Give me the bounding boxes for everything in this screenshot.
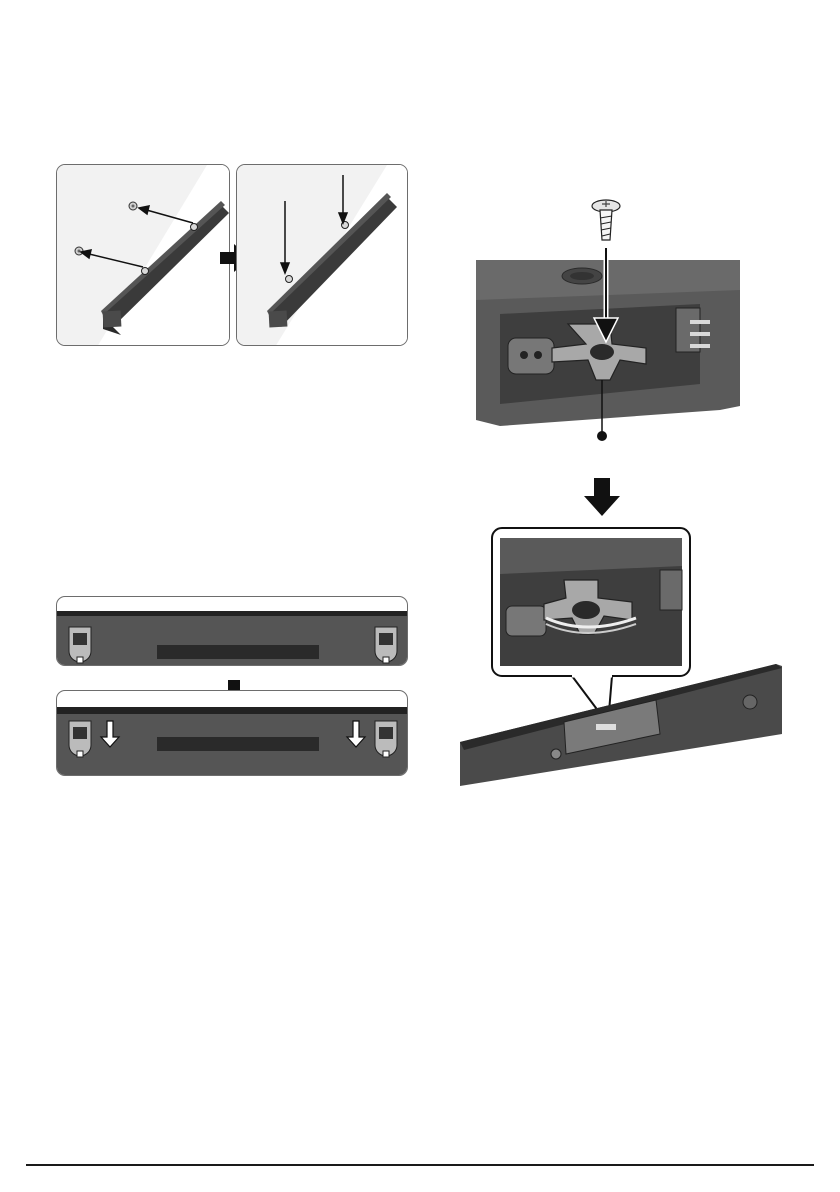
- slide-brackets-figure: [56, 596, 408, 776]
- bracket-icon: [375, 627, 397, 663]
- arrow-down-icon: [584, 478, 620, 516]
- soundbar-icon: [460, 664, 782, 786]
- bracket-icon: [69, 721, 91, 757]
- mount-soundbar-figure: [56, 164, 408, 346]
- soundbar-after-illustration: [237, 165, 408, 346]
- connector-panel-closeup: [476, 248, 740, 441]
- bracket-panel-after: [56, 690, 408, 776]
- soundbar-back-before: [57, 597, 408, 666]
- screw-icon: [592, 200, 620, 240]
- page-bottom-rule: [26, 1164, 814, 1166]
- step-panel-after: [236, 164, 408, 346]
- step-panel-before: [56, 164, 230, 346]
- bracket-icon: [375, 721, 397, 757]
- cable-holder-figure: [460, 194, 782, 786]
- bracket-panel-before: [56, 596, 408, 666]
- bracket-icon: [69, 627, 91, 663]
- screw-icon: [129, 202, 137, 210]
- soundbar-back-after: [57, 691, 408, 776]
- screw-icon: [75, 247, 83, 255]
- soundbar-before-illustration: [57, 165, 230, 346]
- cable-holder-illustration: [460, 194, 782, 786]
